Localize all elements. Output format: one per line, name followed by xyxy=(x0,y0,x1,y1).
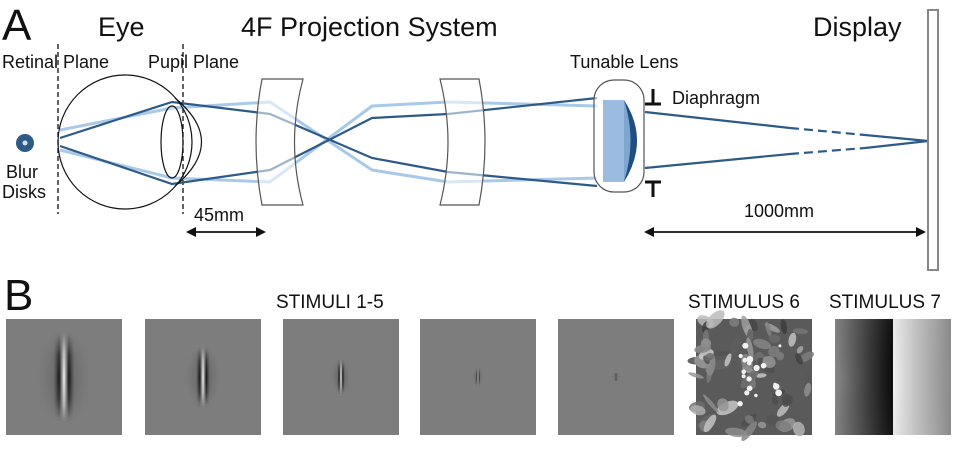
diaphragm-top-icon xyxy=(645,89,661,106)
stimulus-4 xyxy=(420,319,536,435)
diaphragm-bottom-icon xyxy=(645,180,661,197)
distance-45mm-label: 45mm xyxy=(194,205,244,225)
eye-diagram xyxy=(57,74,203,210)
retinal-plane-label: Retinal Plane xyxy=(2,52,109,72)
display-title: Display xyxy=(813,12,902,42)
dimension-arrow-45mm xyxy=(186,227,266,237)
display-panel xyxy=(927,9,939,271)
dark-rays xyxy=(59,96,929,188)
blur-label: Blur xyxy=(6,162,38,182)
panel-b-letter: B xyxy=(4,271,33,320)
pupil-plane-label: Pupil Plane xyxy=(148,52,239,72)
stimuli-1-5-label: STIMULI 1-5 xyxy=(276,292,384,313)
tunable-lens xyxy=(593,79,645,193)
diaphragm-label: Diaphragm xyxy=(672,88,760,108)
stimulus-3 xyxy=(283,319,399,435)
stimulus-7 xyxy=(835,319,951,435)
panel-a-letter: A xyxy=(2,1,32,50)
dimension-arrow-1000mm xyxy=(644,227,926,237)
projection-lens-2 xyxy=(439,78,486,206)
system-title: 4F Projection System xyxy=(241,12,498,42)
eye-lens xyxy=(160,105,184,179)
stimulus-2 xyxy=(145,319,261,435)
disks-label: Disks xyxy=(2,182,46,202)
eye-title: Eye xyxy=(98,12,145,42)
light-rays xyxy=(59,100,598,184)
blur-disk-icon xyxy=(16,134,34,152)
stimulus-1 xyxy=(6,319,122,435)
distance-1000mm-label: 1000mm xyxy=(744,201,814,221)
stimulus-6 xyxy=(687,310,814,442)
stimulus-5 xyxy=(558,319,674,435)
stimulus-7-label: STIMULUS 7 xyxy=(829,292,941,313)
projection-lens-1 xyxy=(255,78,304,206)
stimulus-6-label: STIMULUS 6 xyxy=(688,292,800,313)
tunable-lens-label: Tunable Lens xyxy=(570,52,678,72)
